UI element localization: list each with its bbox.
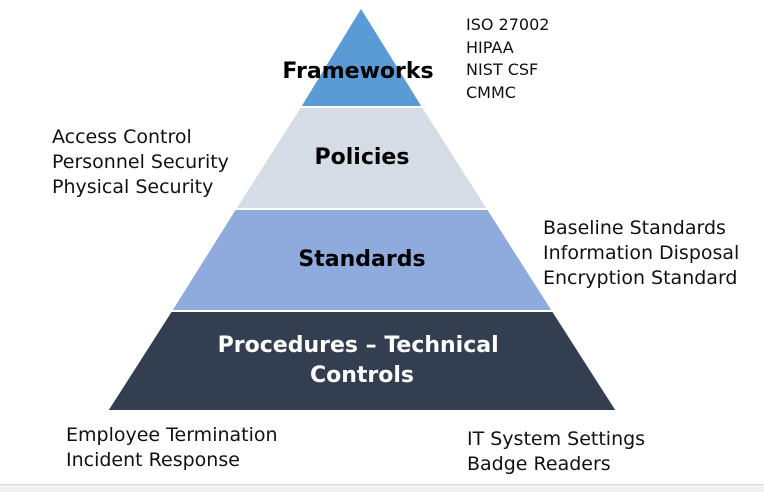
note-item: CMMC xyxy=(466,82,516,102)
tier-label-policies-line: Policies xyxy=(315,145,410,170)
note-item: Badge Readers xyxy=(467,453,611,475)
note-item: IT System Settings xyxy=(467,428,646,450)
note-item: Access Control xyxy=(52,126,192,148)
tier-label-standards-line: Standards xyxy=(298,247,425,272)
note-item: ISO 27002 xyxy=(466,15,550,34)
note-item: NIST CSF xyxy=(466,60,539,79)
note-item: Information Disposal xyxy=(543,242,740,264)
note-item: Encryption Standard xyxy=(543,267,738,289)
note-item: Incident Response xyxy=(66,449,240,471)
standards-notes: Baseline Standards Information Disposal … xyxy=(543,216,739,291)
policies-notes: Access Control Personnel Security Physic… xyxy=(52,125,229,200)
tier-label-frameworks: Frameworks xyxy=(282,59,433,84)
tier-label-procedures-line-2: Controls xyxy=(310,363,414,388)
tier-label-standards: Standards xyxy=(298,247,425,272)
tier-label-procedures-line-1: Procedures – Technical xyxy=(218,333,499,358)
tier-frameworks xyxy=(298,5,425,108)
note-item: Baseline Standards xyxy=(543,217,726,239)
tier-label-policies: Policies xyxy=(315,145,410,170)
note-item: Employee Termination xyxy=(66,424,278,446)
note-item: HIPAA xyxy=(466,37,514,57)
tier-label-frameworks-line: Frameworks xyxy=(282,59,433,84)
tier-label-procedures: Procedures – Technical Controls xyxy=(218,333,507,388)
tier-procedures xyxy=(105,310,619,412)
procedures-notes-right: IT System Settings Badge Readers xyxy=(467,427,645,477)
note-item: Physical Security xyxy=(52,176,214,198)
frameworks-notes: ISO 27002 HIPAA NIST CSF CMMC xyxy=(466,14,549,104)
note-item: Personnel Security xyxy=(52,151,229,173)
procedures-notes-left: Employee Termination Incident Response xyxy=(66,423,278,473)
window-bottom-edge xyxy=(0,484,764,492)
